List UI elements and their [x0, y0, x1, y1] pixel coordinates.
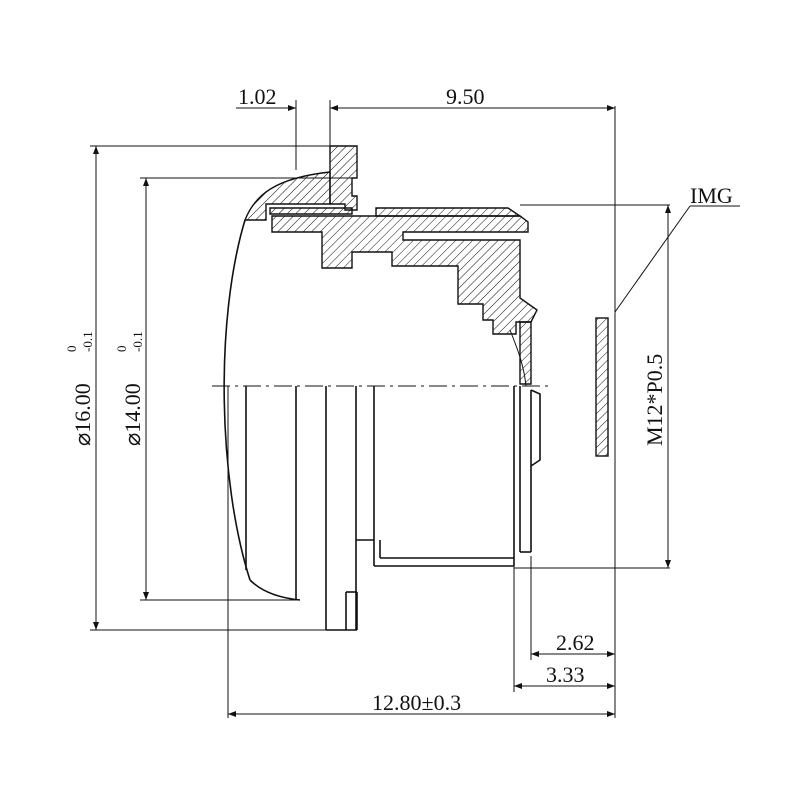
- rear-lens-curve: [509, 329, 527, 387]
- barrel-section: [271, 215, 538, 335]
- retainer-ring: [269, 207, 353, 215]
- dim-total-length: 12.80±0.3: [372, 690, 461, 715]
- diameter-dimensions: ⌀16.00 0 -0.1 ⌀14.00 0 -0.1: [64, 145, 352, 631]
- front-lens-arc: [223, 219, 251, 581]
- thread-section: [375, 207, 523, 217]
- front-cap: [243, 171, 331, 221]
- dim-length-to-image: 9.50: [446, 84, 485, 109]
- img-label: IMG: [690, 183, 733, 208]
- dim-outer-tol-lower: -0.1: [80, 331, 95, 352]
- dim-outer-diameter: ⌀16.00: [70, 383, 95, 446]
- dim-flange-thickness: 1.02: [238, 84, 277, 109]
- dim-inner-tol-upper: 0: [114, 346, 129, 353]
- dim-inner-diameter: ⌀14.00: [120, 383, 145, 446]
- front-lens-edge: [249, 579, 301, 601]
- dim-back-focal-2: 3.33: [546, 662, 585, 687]
- dim-back-focal-1: 2.62: [556, 630, 595, 655]
- top-dimensions: 1.02 9.50: [236, 84, 615, 170]
- lens-housing-section: [243, 145, 538, 385]
- image-sensor: [595, 317, 609, 457]
- thread-label: M12*P0.5: [642, 354, 667, 446]
- bottom-dimensions: 2.62 3.33 12.80±0.3: [227, 386, 615, 718]
- lens-lower-outline: [223, 219, 541, 631]
- dim-outer-tol-upper: 0: [64, 346, 79, 353]
- dim-inner-tol-lower: -0.1: [130, 331, 145, 352]
- rear-lens: [530, 389, 541, 467]
- img-leader: [614, 205, 691, 313]
- rear-spacer: [519, 321, 532, 385]
